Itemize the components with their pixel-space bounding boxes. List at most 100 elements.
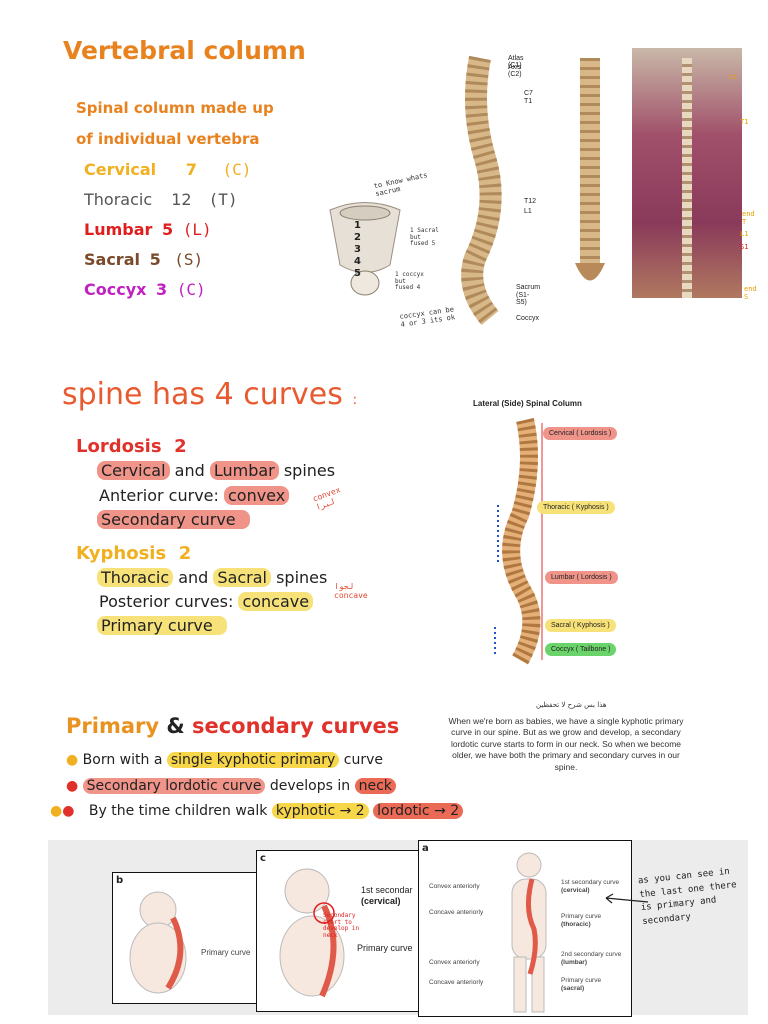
panel-a: a Convex anteriorly Concave anteriorly C… — [418, 840, 632, 1017]
convex-highlight: convex — [223, 486, 290, 505]
bullet2-text-b: develops in — [265, 778, 355, 794]
row-sacral: Sacral 5 (S) — [84, 250, 203, 269]
row-name: Coccyx — [84, 280, 147, 299]
row-abbr: (T) — [208, 190, 238, 209]
panel-c: c 1st secondar (cervical) Primary curve … — [256, 850, 428, 1012]
panel-a-right-label: 2nd secondary curve — [561, 951, 622, 958]
section2-title-text: spine has 4 curves — [62, 377, 343, 412]
concave-handwritten-note: لجوا concave — [334, 582, 368, 600]
row-name: Lumbar — [84, 220, 153, 239]
concave-highlight: concave — [238, 592, 314, 611]
row-name: Sacral — [84, 250, 140, 269]
panel-a-right-label: Primary curve — [561, 913, 602, 920]
lordosis-line-3: Secondary curve — [97, 510, 250, 529]
section1-title: Vertebral column — [63, 36, 306, 65]
row-count: 5 — [161, 220, 174, 239]
neck-highlight: neck — [354, 778, 396, 794]
sacrum-number: 3 — [354, 244, 361, 255]
primary-curve-highlight: Primary curve — [97, 616, 227, 635]
section2-title-suffix: : — [352, 392, 358, 408]
sacrum-note-right: 1 Sacral but fused 5 — [410, 227, 439, 248]
panel-a-right-label: (sacral) — [561, 985, 585, 992]
sacrum-number: 2 — [354, 232, 361, 243]
panel-a-left-label: Convex anteriorly — [429, 883, 480, 890]
bullet-dots-double: ●● — [50, 803, 75, 819]
row-count: 3 — [156, 280, 168, 299]
title-primary: Primary — [66, 714, 160, 738]
back-label: end S — [744, 285, 757, 301]
kyphosis-line-1: Thoracic and Sacral spines — [97, 568, 327, 587]
panel-c-label-2: (cervical) — [361, 896, 401, 906]
diagram-label-lumbar: Lumbar ( Lordosis ) — [545, 571, 618, 584]
row-name: Cervical — [84, 160, 157, 179]
infant-c-drawing — [279, 868, 345, 998]
lateral-spine-diagram: Lateral (Side) Spinal Column Cervical ( … — [465, 393, 635, 665]
panel-c-note: Secondary start to develop in neck — [323, 912, 360, 939]
diagram-label-coccyx: Coccyx ( Tailbone ) — [545, 643, 617, 656]
lordosis-heading: Lordosis 2 — [76, 436, 187, 457]
row-count: 5 — [149, 250, 161, 269]
infant-b-drawing — [129, 891, 187, 994]
sacrum-numbers: 1 2 3 4 5 — [354, 220, 361, 280]
title-amp: & — [159, 714, 192, 738]
bullet-1: ● Born with a single kyphotic primary cu… — [66, 752, 383, 768]
secondary-lordotic-highlight: Secondary lordotic curve — [82, 778, 266, 794]
sacrum-number: 4 — [354, 256, 361, 267]
and-text: and — [173, 568, 214, 587]
convex-handwritten-note: convex لبرا — [311, 485, 342, 513]
spine-label: Axis (C2) — [508, 64, 522, 78]
spine-lateral-illustration — [461, 55, 605, 326]
back-label: T1 — [740, 118, 749, 126]
spine-label: Coccyx — [516, 315, 539, 322]
spines-text: spines — [271, 568, 328, 587]
kyphosis-heading: Kyphosis 2 — [76, 543, 192, 564]
kyphosis-line-3: Primary curve — [97, 616, 227, 635]
sacrum-number: 1 — [354, 220, 361, 231]
secondary-curve-highlight: Secondary curve — [97, 510, 250, 529]
arabic-note: هذا بس شرح لا تحفظين — [536, 701, 607, 709]
and-text: and — [169, 461, 210, 480]
lateral-spine-drawing — [494, 418, 543, 665]
section3-title: Primary & secondary curves — [66, 714, 399, 738]
row-cervical: Cervical 7 (C) — [84, 160, 251, 179]
diagram-label-cervical: Cervical ( Lordosis ) — [543, 427, 618, 440]
row-count: 7 — [185, 160, 197, 179]
sacrum-number: 5 — [354, 268, 361, 279]
panel-a-left-label: Concave anteriorly — [429, 979, 484, 986]
diagram-label-thoracic: Thoracic ( Kyphosis ) — [537, 501, 615, 514]
row-coccyx: Coccyx 3 (C) — [84, 280, 206, 299]
spine-label: L1 — [524, 208, 532, 215]
row-count: 12 — [171, 190, 192, 209]
spine-label: C7 — [524, 90, 533, 97]
row-abbr: (C) — [176, 280, 206, 299]
row-lumbar: Lumbar 5 (L) — [84, 220, 212, 239]
bullet-dot-red: ● — [66, 778, 79, 794]
panel-c-label-3: Primary curve — [357, 943, 413, 953]
anterior-text: Anterior curve: — [99, 486, 224, 505]
back-label: end T — [742, 210, 755, 226]
row-abbr: (S) — [174, 250, 204, 269]
panel-a-left-label: Convex anteriorly — [429, 959, 480, 966]
spine-label: T1 — [524, 98, 533, 105]
bullet1-text-a: Born with a — [82, 752, 167, 768]
single-kyphotic-highlight: single kyphotic primary — [166, 752, 340, 768]
panel-a-letter: a — [422, 843, 429, 854]
posterior-text: Posterior curves: — [99, 592, 239, 611]
child-a-drawing — [511, 852, 547, 1013]
thoracic-highlight: Thoracic — [97, 568, 174, 587]
panel-b-label: Primary curve — [201, 948, 251, 957]
lordotic-2-highlight: lordotic → 2 — [373, 803, 464, 819]
section1-subtitle-2: of individual vertebra — [76, 130, 260, 148]
back-muscle-photo — [632, 48, 742, 298]
panel-a-right-label: Primary curve — [561, 977, 602, 984]
spines-text: spines — [278, 461, 336, 480]
section2-title: spine has 4 curves : — [62, 377, 357, 412]
explanation-paragraph: When we're born as babies, we have a sin… — [448, 716, 684, 772]
diagram-title: Lateral (Side) Spinal Column — [473, 399, 582, 408]
back-label: S1 — [740, 243, 749, 251]
sacrum-illustration — [329, 202, 401, 296]
bullet-3: ●● By the time children walk kyphotic → … — [50, 803, 464, 819]
bullet1-text-c: curve — [339, 752, 383, 768]
panel-a-right-label: (lumbar) — [561, 959, 587, 966]
side-handwritten-note: as you can see in the last one there is … — [637, 866, 738, 927]
